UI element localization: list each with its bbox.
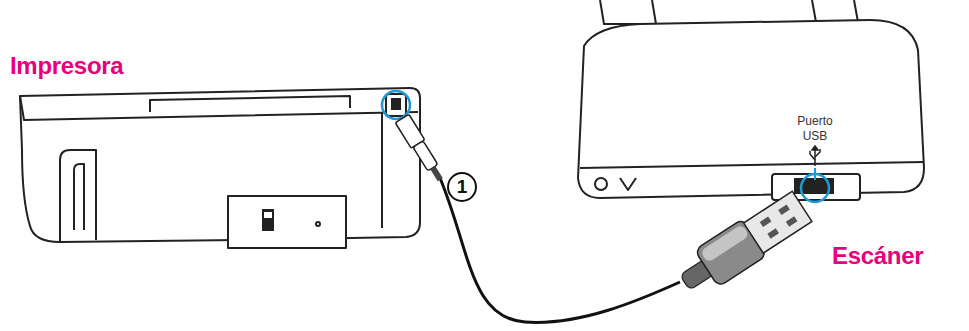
port-highlight xyxy=(382,91,410,119)
callout-number: 1 xyxy=(447,172,477,202)
printer xyxy=(20,88,420,248)
usb-symbol xyxy=(810,146,820,166)
port-highlight xyxy=(801,174,829,202)
scanner xyxy=(578,0,924,200)
device-label: Escáner xyxy=(832,242,923,270)
usb-cable xyxy=(395,114,814,322)
port-label: Puerto USB xyxy=(789,114,841,144)
device-label: Impresora xyxy=(10,52,123,80)
